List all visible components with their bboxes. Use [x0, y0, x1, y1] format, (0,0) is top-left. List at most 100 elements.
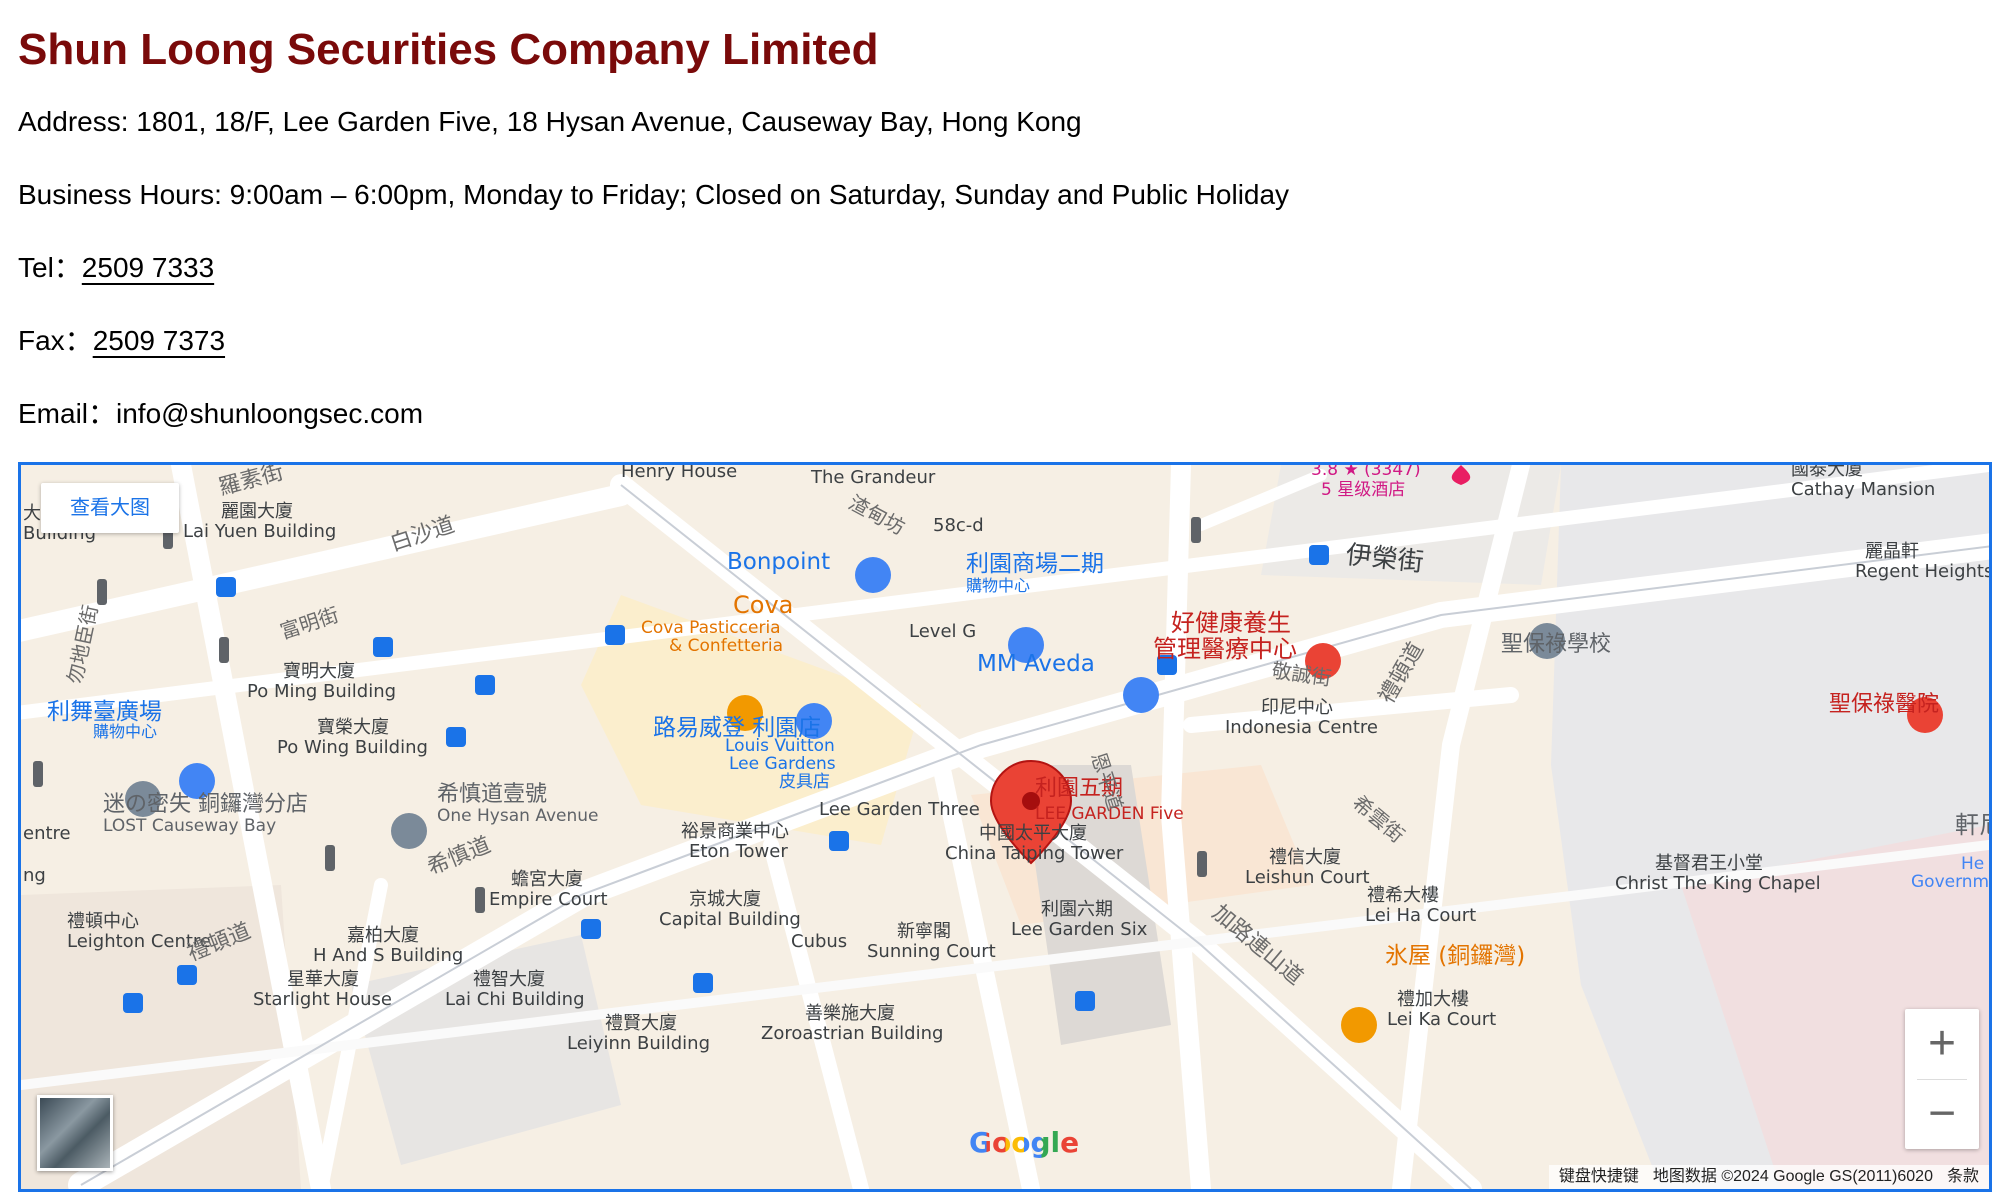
map-label: 58c-d — [933, 515, 984, 536]
map-label: 氷屋 (銅鑼灣) — [1385, 943, 1525, 969]
map-label: 利舞臺廣場 — [47, 699, 162, 725]
business-hours-line: Business Hours: 9:00am – 6:00pm, Monday … — [18, 179, 1290, 210]
map-label: 3.8 ★ (3347) — [1311, 465, 1421, 480]
satellite-toggle-button[interactable] — [37, 1095, 113, 1171]
map-label: 購物中心 — [93, 722, 157, 741]
map-label: Starlight House — [253, 989, 392, 1010]
map-label: 5 星级酒店 — [1321, 480, 1405, 500]
map-label: 麗晶軒 — [1865, 541, 1919, 562]
map-label: 印尼中心 — [1261, 697, 1333, 718]
map-label: 新寧閣 — [897, 921, 951, 942]
map-label: Cova — [733, 591, 793, 619]
map-label: Lai Yuen Building — [183, 521, 336, 542]
keyboard-shortcuts-link[interactable]: 键盘快捷键 — [1558, 1168, 1639, 1185]
map-label: 禮賢大廈 — [605, 1013, 677, 1034]
map-label: Level G — [909, 621, 976, 642]
map-data-text: 地图数据 ©2024 Google GS(2011)6020 — [1652, 1168, 1933, 1185]
map-label: Capital Building — [659, 909, 801, 930]
map-label: Leighton Centre — [67, 931, 211, 952]
map-label: Po Wing Building — [277, 737, 428, 758]
location-marker-icon[interactable] — [989, 759, 1073, 865]
map-label: 中國太平大廈 — [979, 823, 1087, 844]
terms-link[interactable]: 条款 — [1946, 1168, 1979, 1185]
map-label: 路易威登 利園店 — [653, 715, 821, 741]
tel-label: Tel： — [18, 252, 82, 283]
zoom-in-button[interactable]: + — [1927, 1017, 1957, 1070]
map-label: Lai Chi Building — [445, 989, 585, 1010]
map-label: The Grandeur — [810, 467, 936, 488]
map-label: Leiyinn Building — [567, 1033, 710, 1054]
map-label: 寶明大廈 — [283, 661, 355, 682]
map-label: H And S Building — [313, 945, 463, 966]
map-label: 基督君王小堂 — [1655, 853, 1763, 874]
map-embed[interactable]: 利園五期 LEE GARDEN Five Henry House The Gra… — [18, 462, 1992, 1192]
map-label: & Confetteria — [669, 636, 783, 656]
map-label: Sunning Court — [867, 941, 996, 962]
fax-link[interactable]: 2509 7373 — [92, 325, 226, 356]
map-label: Cubus — [791, 931, 847, 952]
map-canvas[interactable]: 利園五期 LEE GARDEN Five Henry House The Gra… — [21, 465, 1989, 1189]
company-title: Shun Loong Securities Company Limited — [18, 25, 879, 74]
map-label: Bonpoint — [727, 549, 830, 575]
map-label: Cova Pasticceria — [641, 618, 781, 638]
map-label: Lee Gardens — [729, 754, 836, 774]
bus-stop-icon — [123, 545, 1329, 1013]
map-label: 禮信大廈 — [1269, 847, 1341, 868]
view-larger-map-button[interactable]: 查看大图 — [41, 483, 179, 533]
map-label: LOST Causeway Bay — [103, 816, 276, 836]
map-label: Lee Garden Three — [819, 799, 980, 820]
map-label: Cathay Mansion — [1791, 479, 1935, 500]
google-logo: Google — [969, 1126, 1080, 1159]
map-label: 嘉柏大廈 — [347, 925, 419, 946]
map-label: Regent Heights — [1855, 561, 1989, 582]
map-label: 聖保祿醫院 — [1829, 692, 1939, 717]
tel-link[interactable]: 2509 7333 — [81, 252, 215, 283]
restaurant-pin-icon — [727, 695, 1377, 1043]
tel-line: Tel：2509 7333 — [18, 250, 214, 286]
fax-line: Fax：2509 7373 — [18, 323, 225, 359]
map-label: entre — [23, 823, 71, 844]
map-attribution: 键盘快捷键 地图数据 ©2024 Google GS(2011)6020 条款 — [1548, 1165, 1989, 1189]
map-label: Indonesia Centre — [1225, 717, 1378, 738]
map-label: 國泰大廈 — [1791, 465, 1863, 480]
hospital-pin-icon — [1305, 643, 1943, 733]
map-label: Po Ming Building — [247, 681, 396, 702]
map-label: 軒尼 — [1955, 811, 1989, 839]
map-label: One Hysan Avenue — [437, 806, 598, 826]
traffic-light-icon — [33, 517, 1207, 913]
map-label: 裕景商業中心 — [681, 821, 789, 842]
map-label: 寶榮大廈 — [317, 717, 389, 738]
map-label: 迷の密失 銅鑼灣分店 — [103, 792, 308, 817]
map-label: ng — [23, 865, 46, 886]
fax-label: Fax： — [18, 325, 93, 356]
zoom-control: + − — [1905, 1009, 1979, 1149]
map-label: 利園六期 — [1041, 899, 1113, 920]
email-line: Email：info@shunloongsec.com — [18, 398, 424, 429]
map-label: Louis Vuitton — [725, 736, 835, 756]
zoom-divider — [1917, 1079, 1967, 1080]
map-label: Leishun Court — [1245, 867, 1370, 888]
map-label: 京城大廈 — [689, 889, 761, 910]
place-pin-icon — [125, 623, 1565, 849]
map-label: China Taiping Tower — [945, 843, 1124, 864]
map-label: Zoroastrian Building — [761, 1023, 943, 1044]
map-label: Eton Tower — [689, 841, 788, 862]
map-label: 星華大廈 — [287, 969, 359, 990]
map-label: 利園五期 — [1035, 776, 1123, 801]
map-label: 善樂施大廈 — [805, 1003, 895, 1024]
map-label: 禮頓中心 — [67, 911, 139, 932]
map-label: Governm — [1911, 872, 1989, 892]
map-label: Lee Garden Six — [1011, 919, 1148, 940]
map-label: 禮加大樓 — [1397, 989, 1469, 1010]
map-label: 好健康養生 — [1171, 609, 1291, 637]
hotel-pin-icon — [1451, 465, 1471, 485]
map-label: MM Aveda — [977, 651, 1095, 677]
map-label: Christ The King Chapel — [1615, 873, 1821, 894]
shopping-pin-icon — [179, 557, 1159, 799]
map-label: 禮希大樓 — [1367, 885, 1439, 906]
map-label: 皮具店 — [779, 772, 830, 792]
map-label: 麗園大廈 — [221, 501, 293, 522]
zoom-out-button[interactable]: − — [1927, 1087, 1957, 1140]
map-label: 購物中心 — [966, 576, 1030, 595]
